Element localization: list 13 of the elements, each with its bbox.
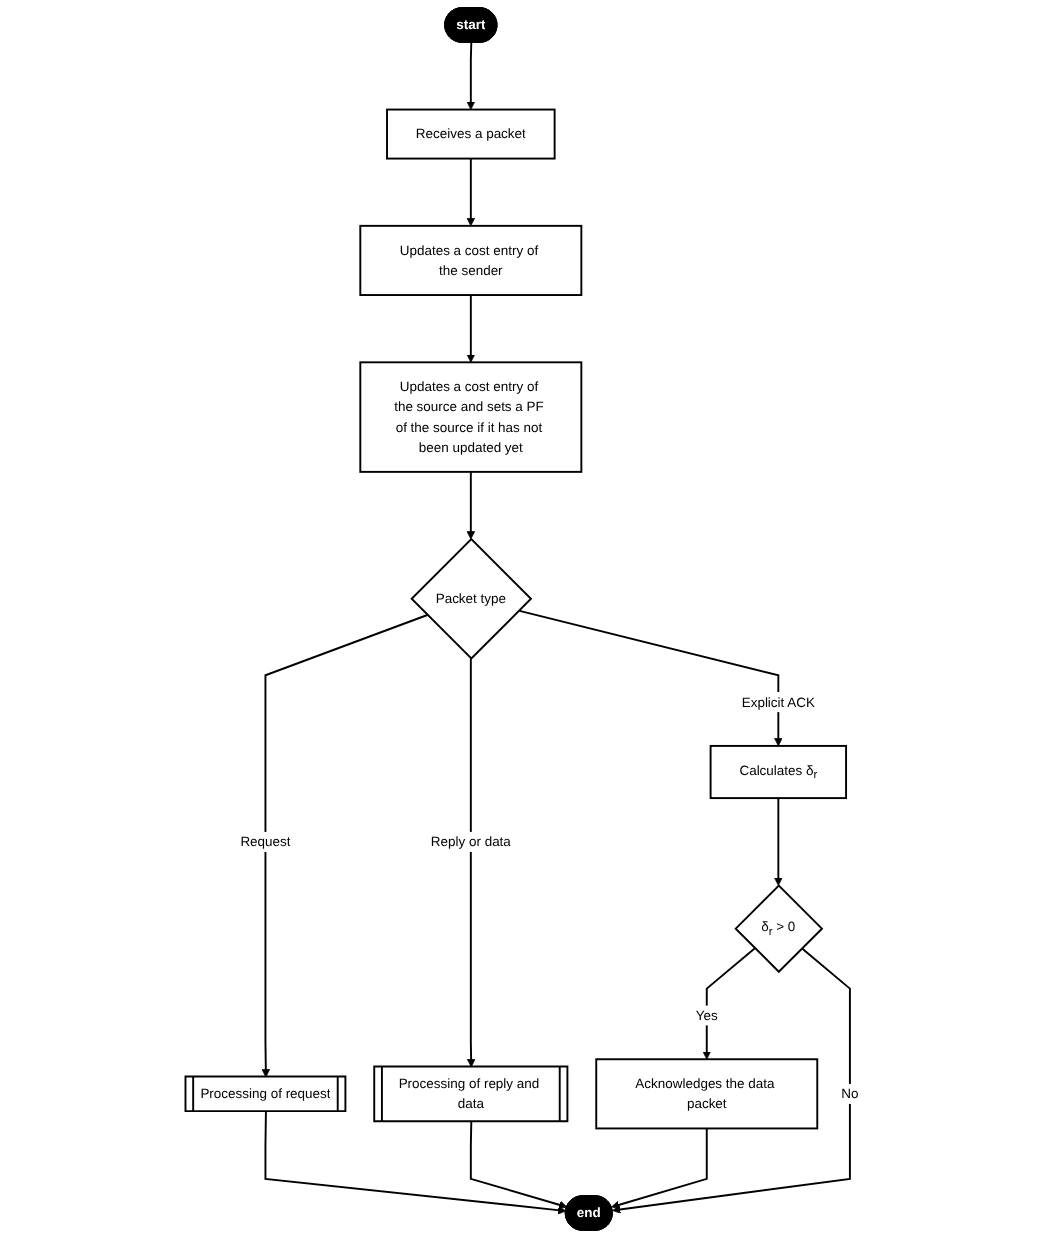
arrow (517, 609, 783, 747)
arrow (466, 41, 476, 110)
arrow (261, 614, 429, 1078)
arrow (612, 947, 851, 1214)
arrow (466, 657, 476, 1068)
arrow (702, 947, 756, 1060)
arrow (264, 1110, 567, 1215)
arrow (466, 157, 476, 227)
arrow (611, 1127, 708, 1209)
arrow (774, 797, 783, 886)
arrow (466, 294, 476, 363)
arrow (466, 470, 476, 540)
arrow (469, 1120, 568, 1209)
